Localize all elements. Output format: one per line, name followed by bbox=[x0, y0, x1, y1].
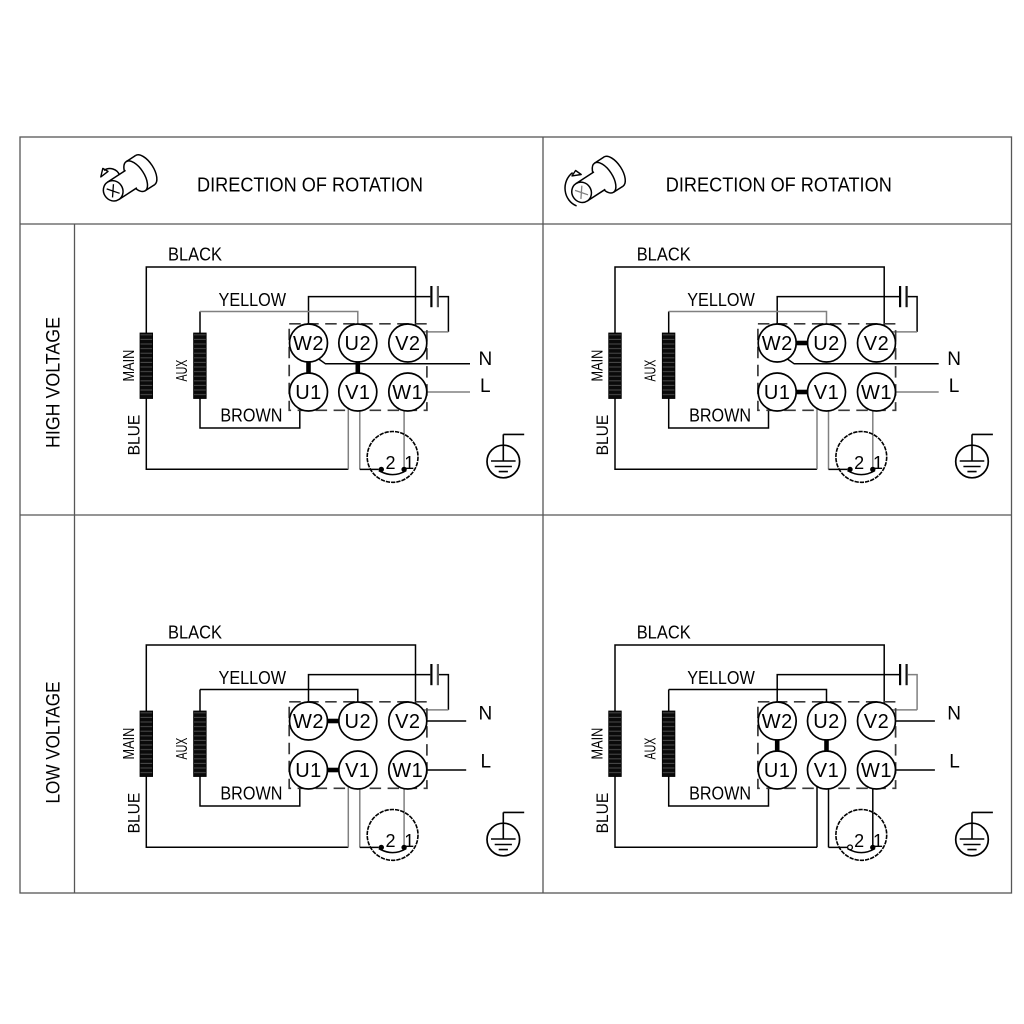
svg-text:W1: W1 bbox=[392, 382, 423, 404]
svg-text:U1: U1 bbox=[764, 760, 791, 782]
svg-text:V1: V1 bbox=[345, 760, 370, 782]
svg-text:V1: V1 bbox=[814, 382, 839, 404]
svg-text:W2: W2 bbox=[293, 711, 324, 733]
svg-text:L: L bbox=[949, 752, 960, 773]
svg-text:AUX: AUX bbox=[174, 737, 191, 759]
svg-text:BLUE: BLUE bbox=[593, 415, 612, 456]
svg-text:V1: V1 bbox=[814, 760, 839, 782]
svg-text:L: L bbox=[481, 752, 492, 773]
svg-text:BLACK: BLACK bbox=[637, 245, 691, 265]
svg-text:BLACK: BLACK bbox=[637, 623, 691, 643]
svg-text:LOW VOLTAGE: LOW VOLTAGE bbox=[44, 682, 65, 804]
svg-text:V1: V1 bbox=[345, 382, 370, 404]
svg-text:BLACK: BLACK bbox=[168, 245, 222, 265]
svg-text:U1: U1 bbox=[295, 382, 322, 404]
svg-text:YELLOW: YELLOW bbox=[219, 290, 287, 310]
svg-text:BROWN: BROWN bbox=[689, 783, 751, 803]
svg-text:W1: W1 bbox=[861, 382, 892, 404]
svg-text:2: 2 bbox=[854, 453, 864, 473]
svg-text:AUX: AUX bbox=[643, 737, 660, 759]
svg-text:AUX: AUX bbox=[643, 359, 660, 381]
svg-text:U1: U1 bbox=[295, 760, 322, 782]
svg-text:N: N bbox=[947, 349, 961, 370]
svg-text:BLUE: BLUE bbox=[125, 415, 144, 456]
svg-text:MAIN: MAIN bbox=[590, 728, 607, 760]
svg-text:2: 2 bbox=[854, 831, 864, 851]
svg-text:HIGH VOLTAGE: HIGH VOLTAGE bbox=[44, 317, 65, 448]
svg-text:1: 1 bbox=[404, 453, 414, 473]
svg-text:U2: U2 bbox=[813, 333, 840, 355]
svg-text:YELLOW: YELLOW bbox=[687, 668, 755, 688]
svg-text:BROWN: BROWN bbox=[220, 405, 282, 425]
svg-text:BLACK: BLACK bbox=[168, 623, 222, 643]
svg-text:1: 1 bbox=[873, 453, 883, 473]
svg-text:BROWN: BROWN bbox=[220, 783, 282, 803]
svg-text:V2: V2 bbox=[864, 333, 889, 355]
svg-text:MAIN: MAIN bbox=[121, 350, 138, 382]
svg-text:AUX: AUX bbox=[174, 359, 191, 381]
svg-text:MAIN: MAIN bbox=[121, 728, 138, 760]
svg-text:W1: W1 bbox=[861, 760, 892, 782]
svg-text:MAIN: MAIN bbox=[590, 350, 607, 382]
svg-text:1: 1 bbox=[404, 831, 414, 851]
svg-text:U2: U2 bbox=[345, 333, 372, 355]
svg-text:W2: W2 bbox=[762, 333, 793, 355]
svg-text:U2: U2 bbox=[345, 711, 372, 733]
svg-text:L: L bbox=[480, 376, 491, 397]
svg-text:DIRECTION OF ROTATION: DIRECTION OF ROTATION bbox=[197, 174, 423, 197]
svg-text:W2: W2 bbox=[293, 333, 324, 355]
svg-text:N: N bbox=[479, 703, 493, 724]
svg-text:2: 2 bbox=[385, 831, 395, 851]
svg-text:2: 2 bbox=[385, 453, 395, 473]
svg-text:L: L bbox=[949, 376, 960, 397]
svg-text:W2: W2 bbox=[762, 711, 793, 733]
svg-text:W1: W1 bbox=[392, 760, 423, 782]
svg-text:N: N bbox=[947, 703, 961, 724]
svg-text:DIRECTION OF ROTATION: DIRECTION OF ROTATION bbox=[666, 174, 892, 197]
svg-text:U1: U1 bbox=[764, 382, 791, 404]
svg-text:U2: U2 bbox=[813, 711, 840, 733]
svg-text:BLUE: BLUE bbox=[125, 793, 144, 834]
svg-text:BROWN: BROWN bbox=[689, 405, 751, 425]
svg-text:V2: V2 bbox=[395, 711, 420, 733]
svg-text:N: N bbox=[479, 349, 493, 370]
svg-text:BLUE: BLUE bbox=[593, 793, 612, 834]
svg-text:V2: V2 bbox=[864, 711, 889, 733]
svg-text:V2: V2 bbox=[395, 333, 420, 355]
svg-text:YELLOW: YELLOW bbox=[687, 290, 755, 310]
svg-text:YELLOW: YELLOW bbox=[219, 668, 287, 688]
svg-text:1: 1 bbox=[873, 831, 883, 851]
